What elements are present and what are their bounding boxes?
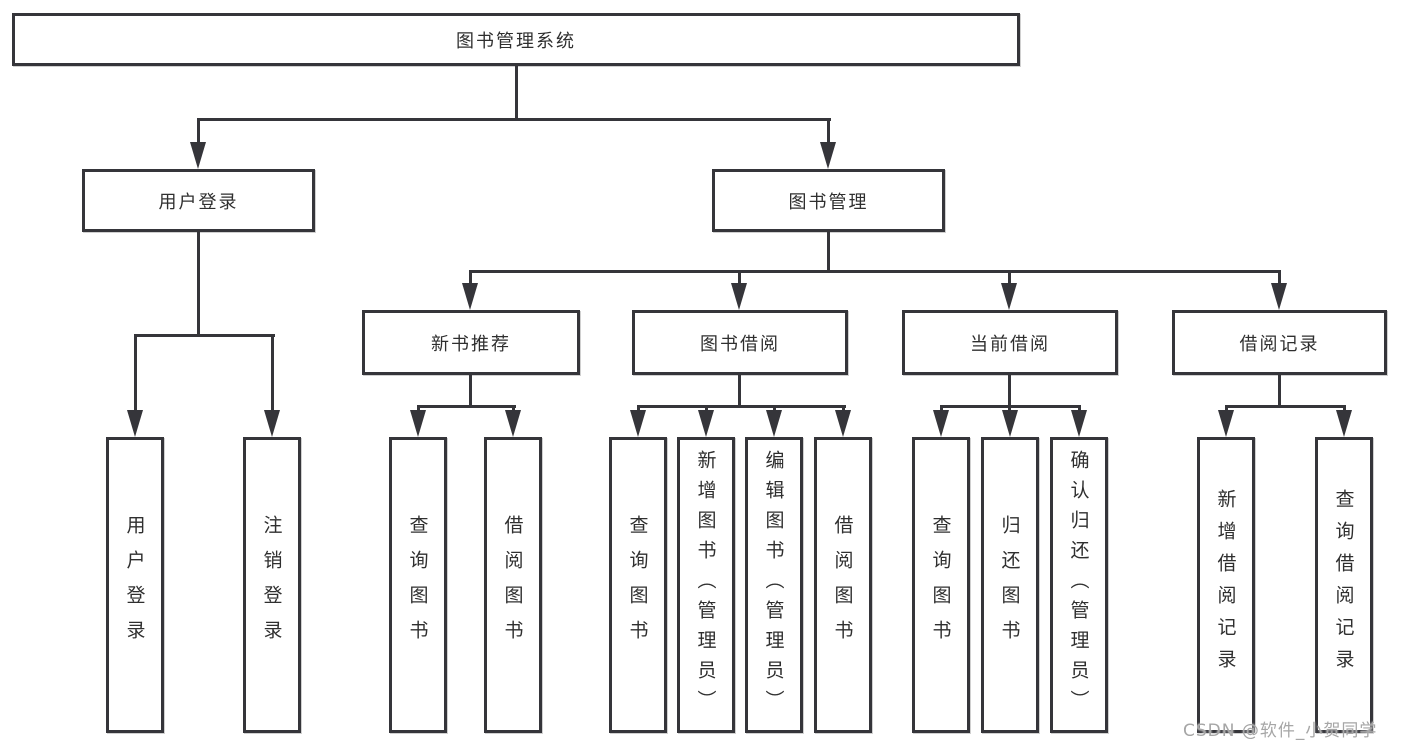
arrowhead-leaf [505, 410, 521, 437]
connector-stem-leaf [1008, 405, 1011, 413]
arrowhead-leaf [1218, 410, 1234, 437]
leaf-borrow-books-newbooks: 借阅图书 [484, 437, 542, 733]
leaf-label: 查询图书 [406, 515, 429, 655]
connector-stem-leaf-login [134, 334, 137, 412]
connector-stem-leaf [1343, 405, 1346, 413]
connector-records-rail [1225, 405, 1346, 408]
node-label: 图书管理 [788, 191, 869, 213]
leaf-confirm-return-admin: 确认归还（管理员） [1050, 437, 1108, 733]
node-label: 借阅记录 [1239, 333, 1320, 355]
connector-stem-leaf [705, 405, 708, 413]
leaf-borrow-books: 借阅图书 [814, 437, 872, 733]
leaf-label: 新增图书（管理员） [694, 450, 717, 720]
leaf-label: 归还图书 [998, 515, 1021, 655]
connector-stem-leaf [1078, 405, 1081, 413]
leaf-logout: 注销登录 [243, 437, 301, 733]
arrowhead-leaf-login [127, 410, 143, 437]
node-current-borrowing: 当前借阅 [902, 310, 1118, 375]
connector-stem-book-mgmt [827, 118, 830, 146]
arrowhead-leaf [835, 410, 851, 437]
connector-stem-book-borrow [738, 270, 741, 286]
leaf-return-books: 归还图书 [981, 437, 1039, 733]
arrowhead-new-books [462, 283, 478, 310]
arrowhead-leaf-logout [264, 410, 280, 437]
arrowhead-user-login [190, 142, 206, 169]
node-label: 图书借阅 [700, 333, 780, 355]
csdn-watermark: CSDN @软件_小贺同学 [1183, 721, 1378, 741]
leaf-label: 查询图书 [626, 515, 649, 655]
arrowhead-leaf [766, 410, 782, 437]
connector-stem-leaf [940, 405, 943, 413]
connector-stem-leaf [842, 405, 845, 413]
connector-stem-leaf [512, 405, 515, 413]
node-book-management: 图书管理 [712, 169, 945, 232]
arrowhead-current-borrow [1001, 283, 1017, 310]
arrowhead-leaf [1002, 410, 1018, 437]
leaf-label: 借阅图书 [501, 515, 524, 655]
connector-stem-leaf [637, 405, 640, 413]
connector-stem-leaf [773, 405, 776, 413]
connector-root-stem [515, 64, 518, 121]
node-label: 图书管理系统 [456, 30, 576, 52]
node-book-borrowing: 图书借阅 [632, 310, 848, 375]
arrowhead-leaf [410, 410, 426, 437]
arrowhead-book-mgmt [820, 142, 836, 169]
connector-newbooks-rail [417, 405, 516, 408]
arrowhead-leaf [1336, 410, 1352, 437]
arrowhead-leaf [698, 410, 714, 437]
node-library-management-system: 图书管理系统 [12, 13, 1020, 66]
leaf-label: 编辑图书（管理员） [762, 450, 785, 720]
leaf-user-login: 用户登录 [106, 437, 164, 733]
arrowhead-book-borrow [731, 283, 747, 310]
node-label: 用户登录 [158, 191, 239, 213]
connector-newbooks-stem [469, 373, 472, 408]
leaf-label: 查询借阅记录 [1332, 489, 1355, 681]
connector-stem-borrow-records [1278, 270, 1281, 286]
connector-stem-new-books [469, 270, 472, 286]
leaf-label: 确认归还（管理员） [1067, 450, 1090, 720]
connector-records-stem [1278, 373, 1281, 408]
node-borrowing-records: 借阅记录 [1172, 310, 1387, 375]
leaf-query-borrow-record: 查询借阅记录 [1315, 437, 1373, 733]
connector-currentborrow-stem [1008, 373, 1011, 408]
connector-stem-current-borrow [1008, 270, 1011, 286]
arrowhead-leaf [630, 410, 646, 437]
node-label: 新书推荐 [431, 333, 511, 355]
leaf-query-books-current: 查询图书 [912, 437, 970, 733]
connector-bookmgmt-rail [469, 270, 1281, 273]
leaf-label: 借阅图书 [831, 515, 854, 655]
leaf-query-books-newbooks: 查询图书 [389, 437, 447, 733]
arrowhead-leaf [933, 410, 949, 437]
connector-root-rail [197, 118, 831, 121]
node-new-book-recommend: 新书推荐 [362, 310, 580, 375]
connector-bookborrow-rail [637, 405, 846, 408]
arrowhead-borrow-records [1271, 283, 1287, 310]
leaf-label: 新增借阅记录 [1214, 489, 1237, 681]
leaf-add-books-admin: 新增图书（管理员） [677, 437, 735, 733]
connector-stem-leaf-logout [271, 334, 274, 412]
node-label: 当前借阅 [970, 333, 1050, 355]
connector-bookmgmt-stem [827, 230, 830, 273]
leaf-edit-books-admin: 编辑图书（管理员） [745, 437, 803, 733]
arrowhead-leaf [1071, 410, 1087, 437]
node-user-login: 用户登录 [82, 169, 315, 232]
connector-stem-user-login [197, 118, 200, 146]
leaf-label: 查询图书 [929, 515, 952, 655]
connector-stem-leaf [1225, 405, 1228, 413]
connector-userlogin-rail [134, 334, 275, 337]
connector-bookborrow-stem [738, 373, 741, 408]
leaf-label: 用户登录 [123, 515, 146, 655]
leaf-query-books-borrowing: 查询图书 [609, 437, 667, 733]
leaf-add-borrow-record: 新增借阅记录 [1197, 437, 1255, 733]
connector-stem-leaf [417, 405, 420, 413]
leaf-label: 注销登录 [260, 515, 283, 655]
connector-userlogin-stem [197, 230, 200, 337]
